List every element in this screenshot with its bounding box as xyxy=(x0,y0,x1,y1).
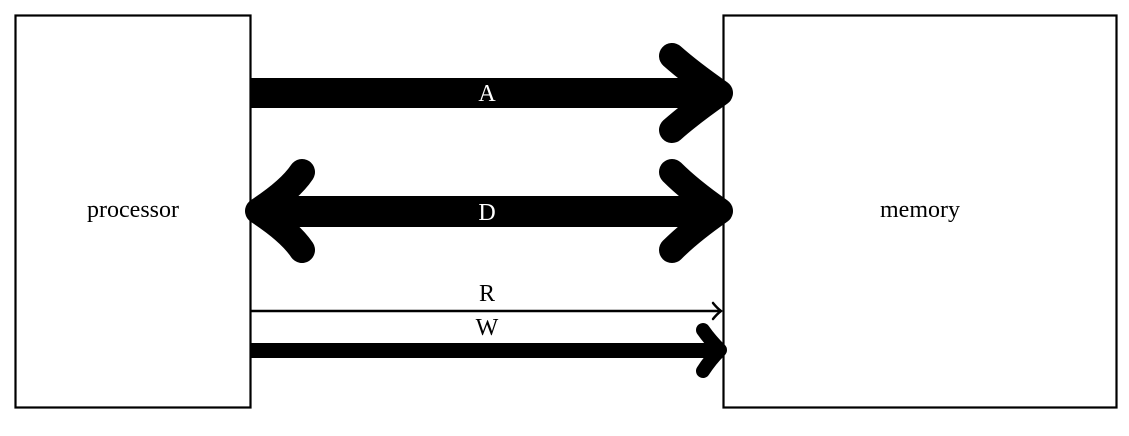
processor-label: processor xyxy=(87,197,179,223)
bus-a-shaft xyxy=(251,78,706,108)
memory-label: memory xyxy=(880,197,960,223)
processor-box xyxy=(14,14,252,409)
bus-a-arrowhead xyxy=(659,43,733,143)
bus-w-label: W xyxy=(476,315,499,341)
bus-w-arrowhead xyxy=(696,323,727,378)
bus-d-shaft xyxy=(275,196,706,227)
bus-r-arrowhead xyxy=(711,301,724,321)
bus-d-label: D xyxy=(478,200,495,226)
memory-block: memory xyxy=(722,14,1118,409)
bus-w-arrow: W xyxy=(251,315,727,378)
bus-d-arrow: D xyxy=(245,159,733,263)
bus-a-arrow: A xyxy=(251,43,733,143)
bus-r-arrow: R xyxy=(251,281,724,321)
bus-a-label: A xyxy=(478,81,496,107)
bus-r-label: R xyxy=(479,281,495,307)
processor-block: processor xyxy=(14,14,252,409)
memory-box xyxy=(722,14,1118,409)
bus-w-shaft xyxy=(251,343,711,358)
bus-d-right-arrowhead xyxy=(659,159,733,263)
bus-d-left-arrowhead xyxy=(245,159,315,263)
